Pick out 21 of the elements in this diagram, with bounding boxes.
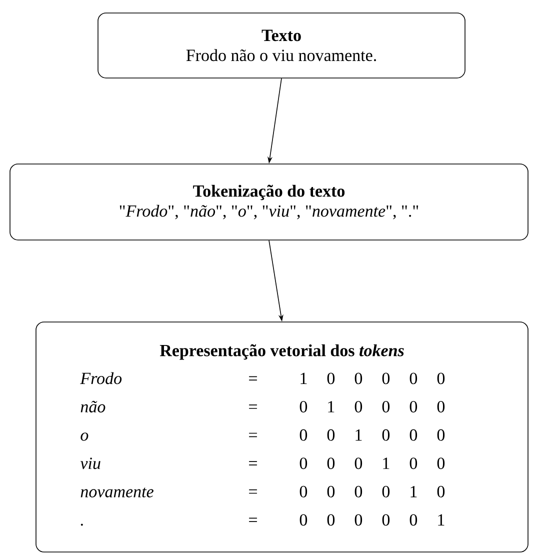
table-cell: o — [80, 432, 88, 441]
table-cell: 0 0 0 1 0 0 — [300, 458, 445, 470]
table-cell: 0 0 1 0 0 0 — [300, 429, 445, 441]
table-cell: = — [249, 432, 257, 438]
table-cell: não — [80, 400, 106, 412]
table-cell: novamente — [80, 488, 154, 498]
table-cell: = — [249, 376, 257, 380]
process-box: Texto Frodo não o viu novamente. — [98, 12, 466, 78]
process-box: Tokenização do texto "Frodo", "não", "o", "viu", "novamente", "." — [10, 164, 528, 240]
table-cell: 0 1 0 0 0 0 — [300, 401, 445, 412]
table-cell: = — [249, 404, 257, 409]
table-cell: = — [249, 461, 257, 466]
table-cell: 0 0 0 0 1 0 — [300, 486, 445, 498]
table-cell: . — [80, 524, 83, 526]
table-cell: 1 0 0 0 0 0 — [300, 372, 445, 384]
table-cell: Frodo — [80, 372, 122, 384]
heading: Representação vetorial dos tokens — [160, 344, 404, 360]
table-cell: = — [249, 489, 257, 494]
table-cell: = — [249, 518, 257, 522]
table-cell: 0 0 0 0 0 1 — [300, 514, 444, 526]
table-cell: viu — [80, 458, 100, 470]
